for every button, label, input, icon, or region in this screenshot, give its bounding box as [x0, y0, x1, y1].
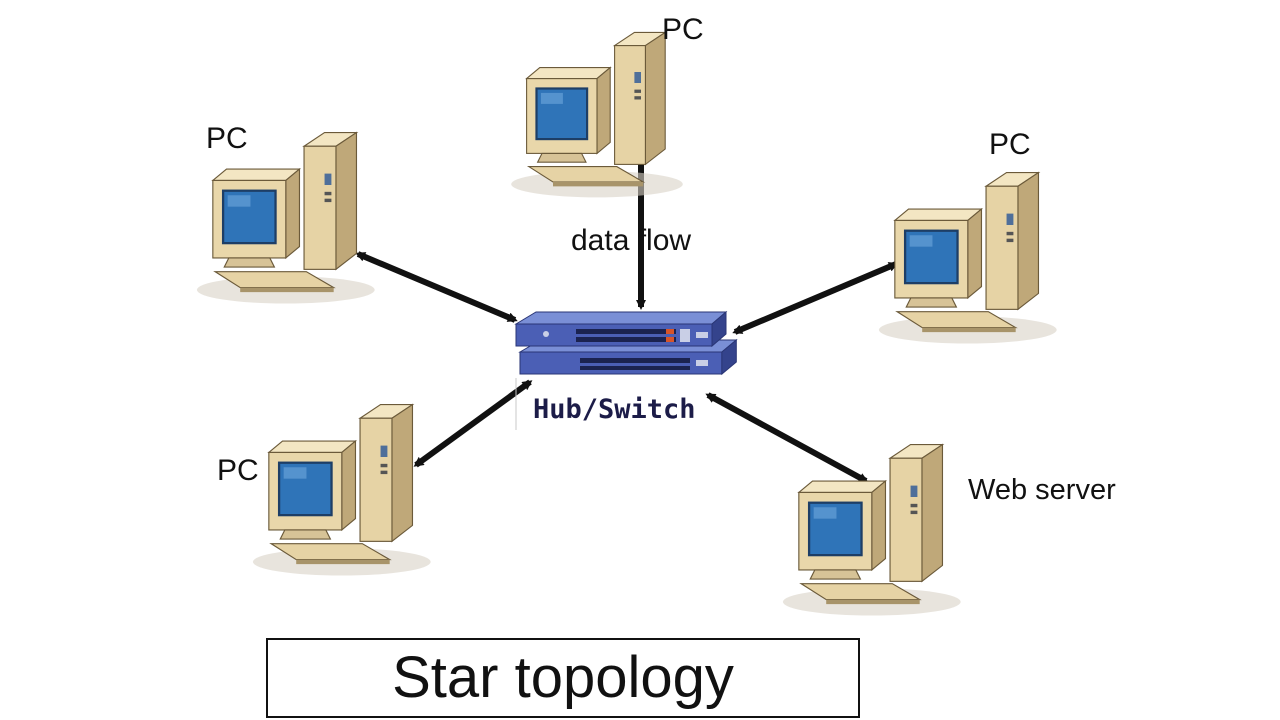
pc-left-label: PC	[206, 122, 248, 155]
hub-switch-label: Hub/Switch	[533, 394, 696, 425]
pc-bottom-label: PC	[217, 454, 259, 487]
pc-right-computer-icon	[877, 171, 1058, 345]
arrow-pc-left	[355, 251, 518, 323]
web-server-computer-icon	[781, 443, 962, 617]
arrow-web-server	[705, 392, 869, 484]
diagram-title: Star topology	[392, 645, 734, 710]
pc-top-computer-icon	[510, 31, 684, 199]
pc-left-computer-icon	[195, 131, 376, 305]
web-server-label: Web server	[968, 474, 1116, 506]
diagram-title-box: Star topology	[266, 638, 860, 718]
pc-bottom-computer-icon	[251, 403, 432, 577]
arrow-pc-bottom	[413, 379, 533, 468]
pc-right-label: PC	[989, 128, 1031, 161]
pc-top-label: PC	[662, 13, 704, 46]
connection-arrows	[355, 140, 899, 484]
data-flow-label: data flow	[571, 224, 692, 257]
network-switch-icon	[515, 311, 737, 430]
arrow-pc-right	[732, 261, 899, 335]
